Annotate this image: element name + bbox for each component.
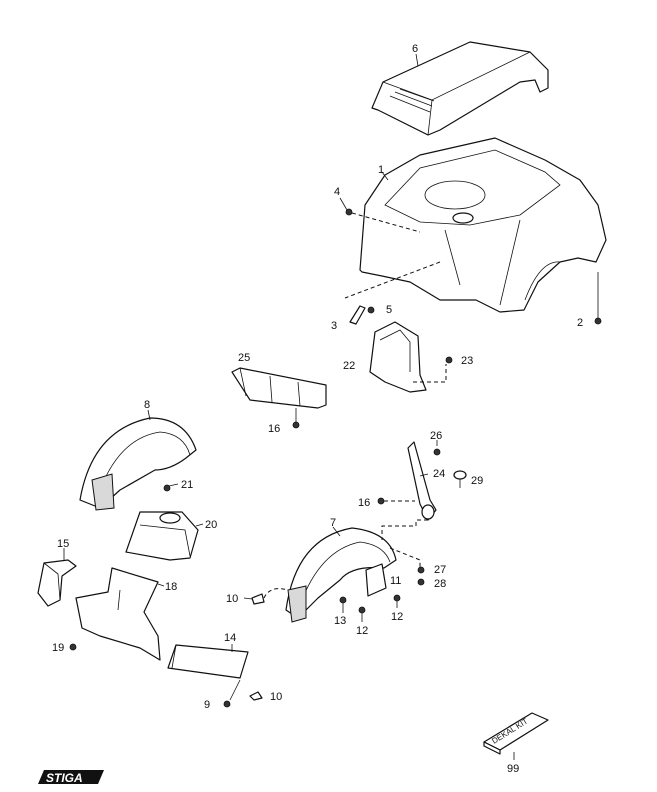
callout-12-left: 12 — [356, 625, 368, 637]
part-22-cover — [369, 321, 427, 393]
callout-12-right: 12 — [391, 611, 403, 623]
callout-24: 24 — [433, 468, 445, 480]
part-11-bracket — [365, 563, 387, 597]
callout-10-bottom: 10 — [270, 691, 282, 703]
callout-6: 6 — [412, 43, 418, 55]
callout-5: 5 — [386, 304, 392, 316]
part-8-fender — [79, 417, 197, 511]
svg-text:STIGA: STIGA — [46, 771, 83, 785]
callout-8: 8 — [144, 399, 150, 411]
part-15-cover — [37, 559, 77, 607]
callout-99: 99 — [507, 763, 519, 775]
part-3-bracket — [349, 305, 366, 325]
part-25-bracket — [231, 367, 327, 409]
part-1-hood — [359, 137, 607, 313]
part-18-panel — [75, 567, 161, 661]
callout-2: 2 — [577, 317, 583, 329]
callout-7: 7 — [330, 517, 336, 529]
callout-25: 25 — [238, 352, 250, 364]
part-24-arm — [407, 441, 437, 521]
callout-28: 28 — [434, 578, 446, 590]
part-7-fender — [285, 527, 397, 623]
callout-22: 22 — [343, 360, 355, 372]
callout-3: 3 — [331, 320, 337, 332]
part-99-decal-kit: DEKAL KIT — [483, 712, 549, 755]
callout-29: 29 — [471, 475, 483, 487]
callout-18: 18 — [165, 581, 177, 593]
callout-16-top: 16 — [268, 423, 280, 435]
callout-26: 26 — [430, 430, 442, 442]
part-20-cover — [125, 511, 199, 561]
callout-14: 14 — [224, 632, 236, 644]
callout-10-left: 10 — [226, 593, 238, 605]
callout-9: 9 — [204, 699, 210, 711]
callout-19: 19 — [52, 642, 64, 654]
callout-20: 20 — [205, 519, 217, 531]
part-14-strip — [167, 644, 249, 679]
callout-11: 11 — [390, 575, 401, 587]
stiga-logo: STIGA — [38, 770, 104, 785]
callout-4: 4 — [334, 186, 340, 198]
callout-16-right: 16 — [358, 497, 370, 509]
callout-15: 15 — [57, 538, 69, 550]
callout-1: 1 — [378, 164, 384, 176]
callout-23: 23 — [461, 355, 473, 367]
callout-13: 13 — [334, 615, 346, 627]
callout-21: 21 — [181, 479, 193, 491]
callout-27: 27 — [434, 564, 446, 576]
part-6-top-cover — [371, 41, 549, 136]
